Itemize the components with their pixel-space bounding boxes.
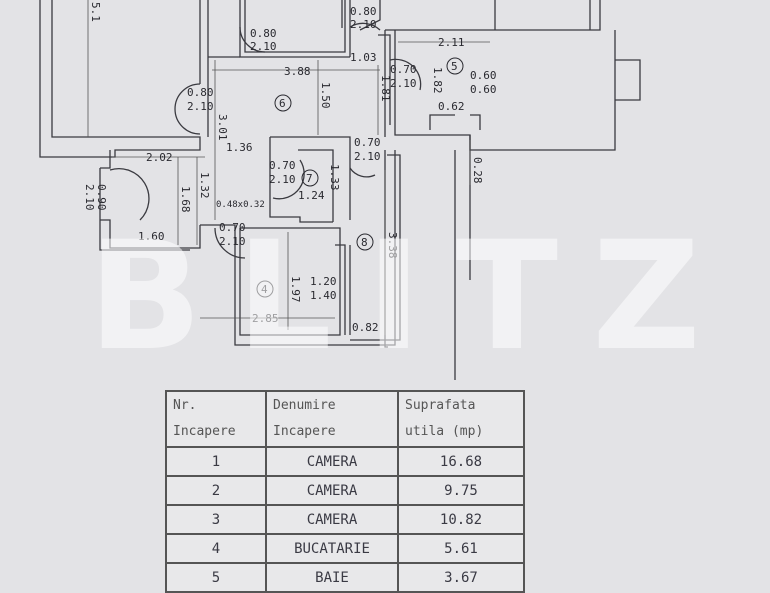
- dim-label: 1.03: [350, 51, 377, 64]
- dim-label: 1.97: [289, 276, 302, 303]
- floor-plan: 5.1 0.80 2.10 0.80 2.10 0.80 2.10 0.70 2…: [39, 0, 641, 380]
- cell-name: CAMERA: [265, 504, 399, 535]
- door-label: 2.10: [269, 173, 296, 186]
- door-label: 0.80: [187, 86, 214, 99]
- dim-label: 1.82: [431, 67, 444, 94]
- cell-area: 10.82: [397, 504, 525, 535]
- door-label: 0.70: [390, 63, 417, 76]
- cell-area: 16.68: [397, 446, 525, 477]
- room-number: 5: [451, 60, 458, 73]
- door-label: 2.10: [219, 235, 246, 248]
- dim-label: 0.62: [438, 100, 465, 113]
- door-arcs: [109, 22, 422, 259]
- door-label: 0.70: [354, 136, 381, 149]
- window-label: 1.40: [310, 289, 337, 302]
- door-label: 2.10: [350, 18, 377, 31]
- dim-label: 1.81: [379, 75, 392, 102]
- header-area: Suprafata utila (mp): [397, 390, 525, 448]
- cell-area: 5.61: [397, 533, 525, 564]
- dim-label: 2.85: [252, 312, 279, 325]
- header-line: Nr.: [173, 398, 197, 413]
- dim-label: 0.48x0.32: [216, 200, 265, 210]
- dim-label: 3.88: [284, 65, 311, 78]
- dim-label: 2.02: [146, 151, 173, 164]
- cell-nr: 3: [165, 504, 267, 535]
- window-label: 0.60: [470, 69, 497, 82]
- door-label: 0.80: [350, 5, 377, 18]
- dim-label: 0.28: [471, 157, 484, 184]
- room-number: 8: [361, 236, 368, 249]
- walls: [39, 0, 641, 380]
- cell-name: CAMERA: [265, 446, 399, 477]
- dim-label: 1.36: [226, 141, 253, 154]
- dim-label: 3.01: [216, 114, 229, 141]
- door-label: 0.80: [250, 27, 277, 40]
- door-label: 2.10: [354, 150, 381, 163]
- cell-area: 9.75: [397, 475, 525, 506]
- cell-nr: 4: [165, 533, 267, 564]
- cell-name: BUCATARIE: [265, 533, 399, 564]
- dim-label: 1.33: [328, 164, 341, 191]
- room-number: 4: [261, 283, 268, 296]
- dim-label: 1.50: [319, 82, 332, 109]
- room-numbers: 5 6 7 8 4: [256, 57, 464, 298]
- dim-label: 1.60: [138, 230, 165, 243]
- dimension-lines: [87, 0, 490, 335]
- header-line: Incapere: [173, 424, 236, 439]
- dim-label: 1.24: [298, 189, 325, 202]
- door-label: 2.10: [250, 40, 277, 53]
- dim-top-left: 5.1: [89, 2, 102, 22]
- header-line: Denumire: [273, 398, 336, 413]
- header-line: utila (mp): [405, 424, 484, 439]
- cell-nr: 2: [165, 475, 267, 506]
- door-label: 0.90: [95, 184, 108, 211]
- dim-label: 3.38: [386, 232, 399, 259]
- cell-name: CAMERA: [265, 475, 399, 506]
- door-label: 0.70: [219, 221, 246, 234]
- watermark-logo: BLITZ: [88, 210, 735, 384]
- header-line: Incapere: [273, 424, 336, 439]
- header-line: Suprafata: [405, 398, 476, 413]
- window-label: 0.60: [470, 83, 497, 96]
- dim-label: 2.11: [438, 36, 465, 49]
- dim-label: 1.32: [198, 172, 211, 199]
- door-label: 2.10: [187, 100, 214, 113]
- room-number: 6: [279, 97, 286, 110]
- room-number: 7: [306, 172, 313, 185]
- header-nr: Nr. Incapere: [165, 390, 267, 448]
- window-label: 1.20: [310, 275, 337, 288]
- door-label: 2.10: [390, 77, 417, 90]
- dimension-labels: 5.1 0.80 2.10 0.80 2.10 0.80 2.10 0.70 2…: [83, 2, 497, 334]
- dim-label: 1.68: [179, 186, 192, 213]
- cell-nr: 1: [165, 446, 267, 477]
- dim-label: 0.82: [352, 321, 379, 334]
- door-label: 0.70: [269, 159, 296, 172]
- door-label: 2.10: [83, 184, 96, 211]
